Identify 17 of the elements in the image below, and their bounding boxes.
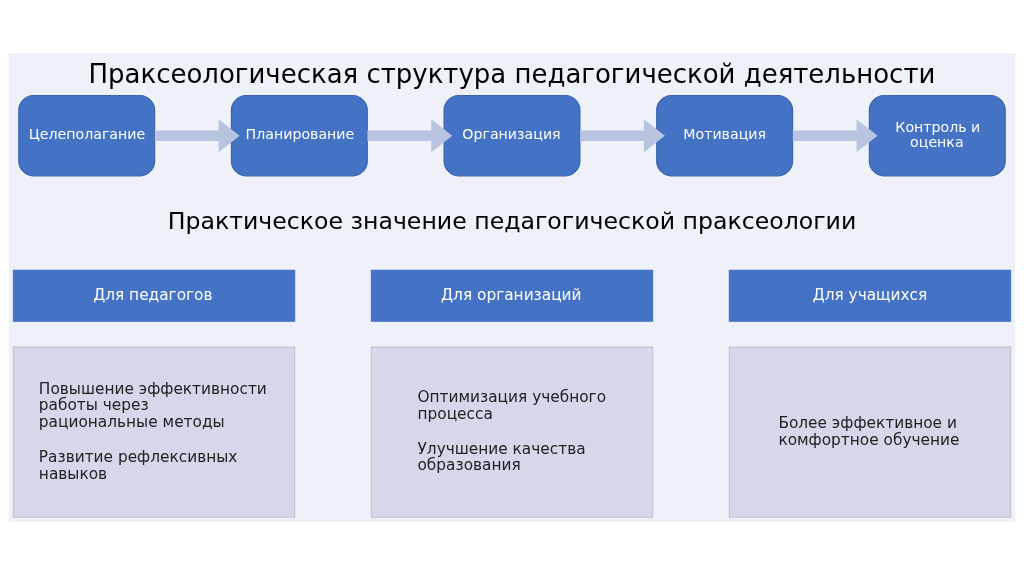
node-box: Для учащихся [728,269,1012,322]
node-box: Планирование [230,94,368,176]
node-box: Контроль и оценка [868,94,1006,176]
node-box: Для педагогов [12,269,296,322]
arrow [792,118,878,152]
arrow [154,118,240,152]
node-box: Для организаций [370,269,654,322]
label: Практическое значение педагогической праксеологии [167,206,857,235]
node-box: Мотивация [656,94,794,176]
node-box: Целеполагание [18,94,156,176]
arrow [367,118,453,152]
node-box: Оптимизация учебного процесса Улучшение качества образования [370,346,654,518]
node-box: Повышение эффективности работы через рациональные методы Развитие рефлексивных навыков [12,346,296,518]
diagram-title: Праксеологическая структура педагогической деятельности [88,58,936,89]
node-box: Организация [443,94,581,176]
arrow [580,118,665,152]
node-box: Более эффективное и комфортное обучение [728,346,1012,518]
